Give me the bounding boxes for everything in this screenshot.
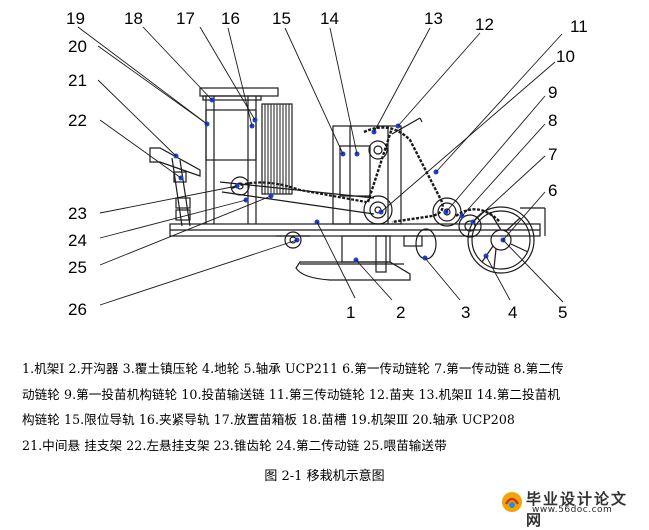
legend-item: 挂支架 bbox=[84, 437, 123, 453]
legend-item: 18.苗槽 bbox=[301, 412, 347, 428]
legend-item: 25.喂苗输送带 bbox=[363, 437, 447, 453]
legend-item: 22.左悬挂支架 bbox=[126, 437, 210, 453]
callout-3: 3 bbox=[461, 303, 470, 322]
legend-item: 9.第一投苗机构链轮 bbox=[64, 386, 178, 402]
callout-18: 18 bbox=[124, 9, 143, 28]
legend-item: 11.第三传动链轮 bbox=[268, 386, 365, 402]
callout-19: 19 bbox=[66, 9, 85, 28]
callout-14: 14 bbox=[320, 9, 339, 28]
callout-23: 23 bbox=[68, 204, 87, 223]
callout-17: 17 bbox=[176, 9, 195, 28]
compaction-wheel bbox=[403, 228, 437, 260]
legend-item: 10.投苗输送链 bbox=[181, 386, 265, 402]
callout-15: 15 bbox=[272, 9, 291, 28]
callout-26: 26 bbox=[68, 300, 87, 319]
furrow-opener bbox=[295, 235, 411, 281]
legend-item: 16.夹紧导轨 bbox=[138, 412, 210, 428]
callout-12: 12 bbox=[475, 15, 494, 34]
legend-item: 3.覆土镇压轮 bbox=[122, 361, 198, 376]
drive-sprocket-3 bbox=[363, 195, 393, 225]
callout-21: 21 bbox=[68, 71, 87, 90]
legend-item: 15.限位导轨 bbox=[64, 412, 135, 428]
callout-16: 16 bbox=[221, 9, 240, 28]
legend-item: 构链轮 bbox=[22, 412, 60, 428]
callout-25: 25 bbox=[68, 258, 87, 277]
parts-legend: 1.机架Ⅰ 2.开沟器 3.覆土镇压轮 4.地轮 5.轴承 UCP211 6.第… bbox=[22, 356, 634, 458]
bevel-gear bbox=[230, 176, 250, 196]
callout-6: 6 bbox=[548, 181, 557, 200]
callout-5: 5 bbox=[558, 303, 567, 322]
legend-item: 1.机架Ⅰ bbox=[22, 361, 65, 376]
seedling-chain bbox=[363, 126, 444, 224]
callout-22: 22 bbox=[68, 111, 87, 130]
callout-24: 24 bbox=[68, 231, 87, 250]
legend-item: 23.锥齿轮 bbox=[213, 437, 272, 453]
callout-20: 20 bbox=[68, 37, 87, 56]
callout-4: 4 bbox=[508, 303, 517, 322]
trough-ribs bbox=[264, 104, 290, 194]
watermark-url: www.56doc.com bbox=[532, 505, 613, 515]
drive-chain-1 bbox=[455, 208, 501, 238]
watermark-logo-icon bbox=[502, 492, 522, 512]
legend-item: 13.机架Ⅱ bbox=[418, 386, 473, 402]
callout-10: 10 bbox=[556, 47, 575, 66]
legend-item: 动链轮 bbox=[22, 386, 60, 402]
callout-9: 9 bbox=[548, 83, 557, 102]
callout-8: 8 bbox=[548, 111, 557, 130]
leader-lines bbox=[77, 26, 564, 306]
transplanter-diagram: 19 18 17 16 15 14 13 12 11 10 9 8 7 6 20… bbox=[66, 9, 588, 322]
site-watermark: 毕业设计论文网 www.56doc.com bbox=[498, 488, 644, 529]
legend-item: 4.地轮 bbox=[202, 361, 240, 376]
frame-iii bbox=[199, 87, 279, 224]
legend-item: 5.轴承 UCP211 bbox=[243, 361, 339, 376]
legend-item: 8.第二传 bbox=[513, 361, 564, 376]
legend-item: 21.中间悬 bbox=[22, 437, 81, 453]
legend-item: 14.第二投苗机 bbox=[476, 386, 560, 402]
legend-item: 7.第一传动链 bbox=[434, 361, 510, 376]
legend-item: 24.第二传动链 bbox=[275, 437, 360, 453]
callout-2: 2 bbox=[396, 303, 405, 322]
legend-item: 12.苗夹 bbox=[368, 386, 415, 402]
callout-7: 7 bbox=[548, 145, 557, 164]
legend-item: 6.第一传动链轮 bbox=[342, 361, 431, 376]
callout-13: 13 bbox=[424, 9, 443, 28]
legend-item: 20.轴承 UCP208 bbox=[412, 412, 515, 428]
callout-11: 11 bbox=[570, 17, 588, 36]
legend-item: 2.开沟器 bbox=[68, 361, 119, 376]
callout-1: 1 bbox=[346, 303, 355, 322]
legend-item: 19.机架Ⅲ bbox=[350, 412, 409, 428]
legend-item: 17.放置苗箱板 bbox=[213, 412, 298, 428]
figure-caption: 图 2-1 移栽机示意图 bbox=[264, 469, 385, 484]
